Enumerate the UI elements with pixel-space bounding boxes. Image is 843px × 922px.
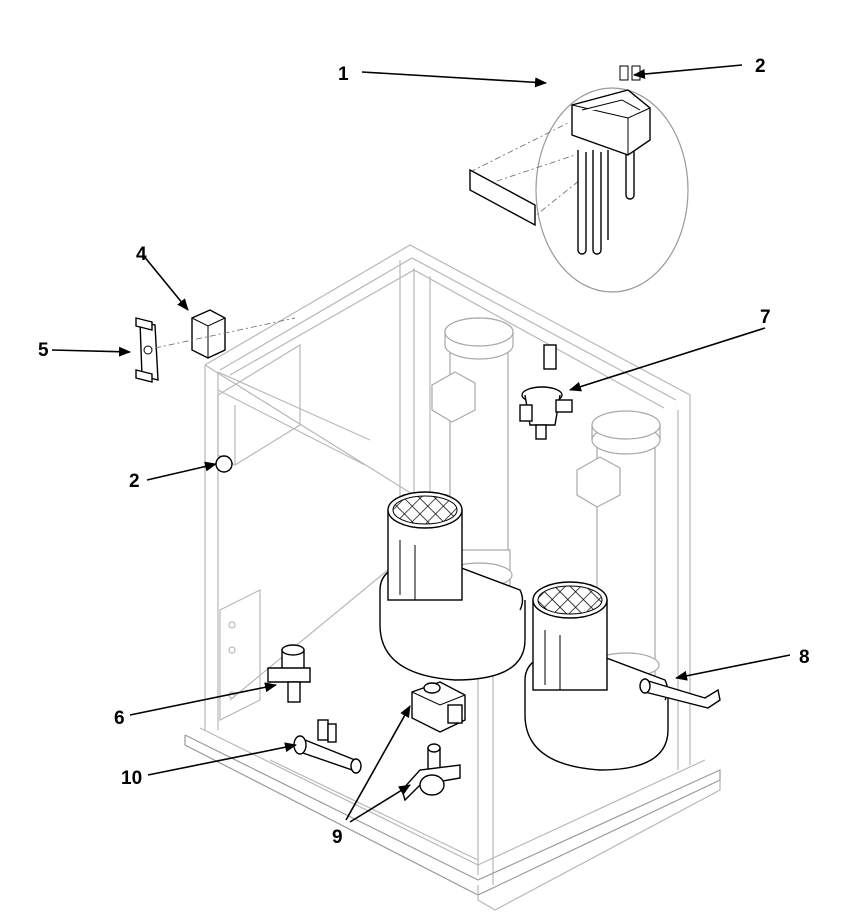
left-pump-motor bbox=[379, 491, 526, 681]
callout-7: 7 bbox=[760, 307, 771, 328]
callout-5: 5 bbox=[38, 340, 49, 361]
cabinet-frame bbox=[184, 244, 721, 911]
callout-1: 1 bbox=[338, 64, 349, 85]
callout-2-probe: 2 bbox=[755, 56, 766, 77]
solenoid-valve-part-6 bbox=[267, 644, 311, 703]
indicator-light-part-2 bbox=[215, 455, 233, 473]
drain-valve-part-10 bbox=[293, 719, 362, 774]
right-pump-motor bbox=[524, 581, 669, 771]
callout-4: 4 bbox=[136, 244, 147, 265]
callout-10: 10 bbox=[121, 768, 142, 789]
callout-labels: 1 2 2 4 5 6 7 8 9 10 bbox=[38, 56, 810, 848]
expansion-valve-part-7 bbox=[519, 344, 573, 440]
callout-2-light: 2 bbox=[129, 471, 140, 492]
solenoid-valve-part-9-lower bbox=[401, 743, 461, 802]
relay-part-4 bbox=[191, 309, 226, 359]
solenoid-valve-part-9-upper bbox=[411, 681, 466, 733]
callout-6: 6 bbox=[114, 708, 125, 729]
water-probe-part-8 bbox=[639, 678, 721, 709]
control-box-part-5 bbox=[135, 317, 159, 383]
callout-9: 9 bbox=[332, 827, 343, 848]
leader-lines bbox=[51, 64, 791, 823]
callout-8: 8 bbox=[799, 647, 810, 668]
water-level-probe-assembly bbox=[469, 65, 651, 255]
